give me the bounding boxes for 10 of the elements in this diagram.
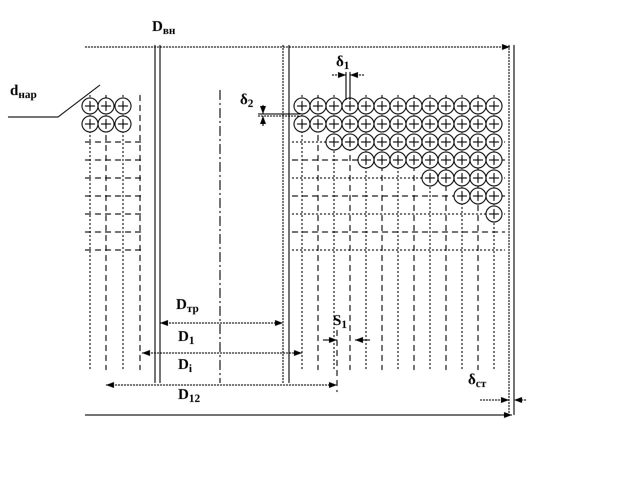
dimension-label: δ$_{ст}$ bbox=[468, 373, 486, 388]
dimension-label: D$_{1}$ bbox=[178, 330, 194, 345]
dimension-label: D$_{12}$ bbox=[178, 388, 200, 403]
dimension-label: d$_{нар}$ bbox=[10, 84, 37, 99]
dimension-label: D$_{i}$ bbox=[178, 358, 192, 373]
dimension-label: δ$_{1}$ bbox=[336, 55, 350, 70]
dimension-label: D$_{вн}$ bbox=[152, 20, 176, 35]
dimension-label: D$_{тр}$ bbox=[176, 298, 199, 313]
dimension-label: δ$_{2}$ bbox=[240, 93, 254, 108]
dimension-label: S$_{1}$ bbox=[333, 314, 347, 329]
